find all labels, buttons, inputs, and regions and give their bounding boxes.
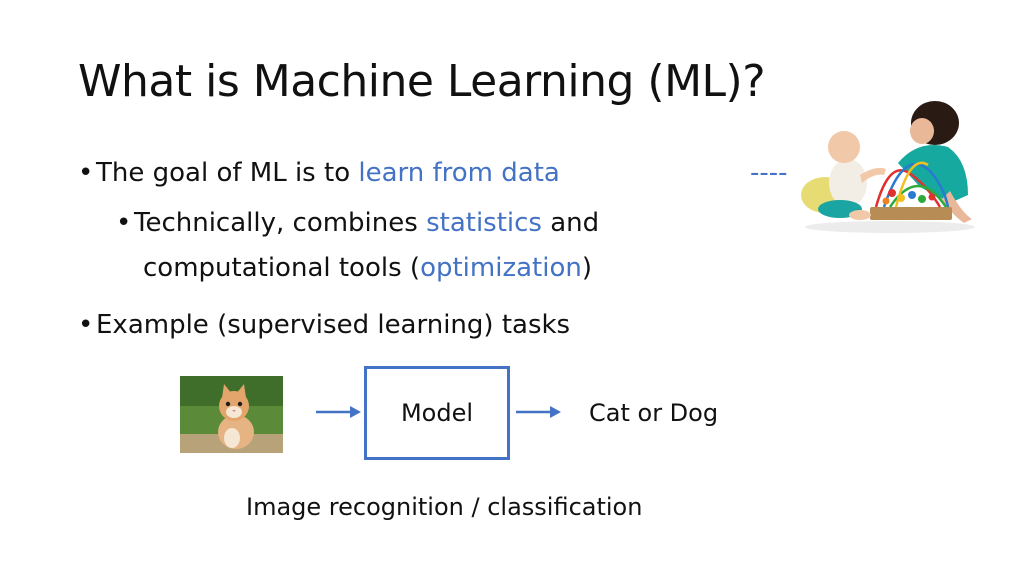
subbullet-continuation: computational tools (optimization) — [143, 253, 592, 283]
subbullet-technically: •Technically, combines statistics and — [116, 208, 599, 238]
bullet-marker: • — [116, 208, 132, 238]
bullet-marker: • — [78, 310, 94, 340]
bullet-highlight: optimization — [420, 253, 582, 283]
mother-baby-illustration — [801, 101, 975, 233]
input-arrow — [316, 406, 361, 418]
bullet-text: The goal of ML is to — [96, 158, 359, 188]
model-label: Model — [400, 399, 474, 427]
dashes-connector: ---- — [750, 158, 788, 188]
model-box: Model — [364, 366, 510, 460]
bullet-text: Technically, combines — [134, 208, 427, 238]
bullet-marker: • — [78, 158, 94, 188]
kitten-image — [180, 376, 283, 453]
bullet-text: Example (supervised learning) tasks — [96, 310, 571, 340]
diagram-caption: Image recognition / classification — [246, 493, 643, 521]
bullet-highlight: learn from data — [358, 158, 560, 188]
slide-title: What is Machine Learning (ML)? — [78, 56, 766, 107]
bullet-example: •Example (supervised learning) tasks — [78, 310, 570, 340]
bullet-goal: •The goal of ML is to learn from data — [78, 158, 560, 188]
bullet-highlight: statistics — [426, 208, 542, 238]
bullet-text: computational tools ( — [143, 253, 421, 283]
bullet-text-end: ) — [581, 253, 592, 283]
bullet-text-end: and — [541, 208, 600, 238]
output-arrow — [516, 406, 561, 418]
output-label: Cat or Dog — [589, 399, 719, 427]
